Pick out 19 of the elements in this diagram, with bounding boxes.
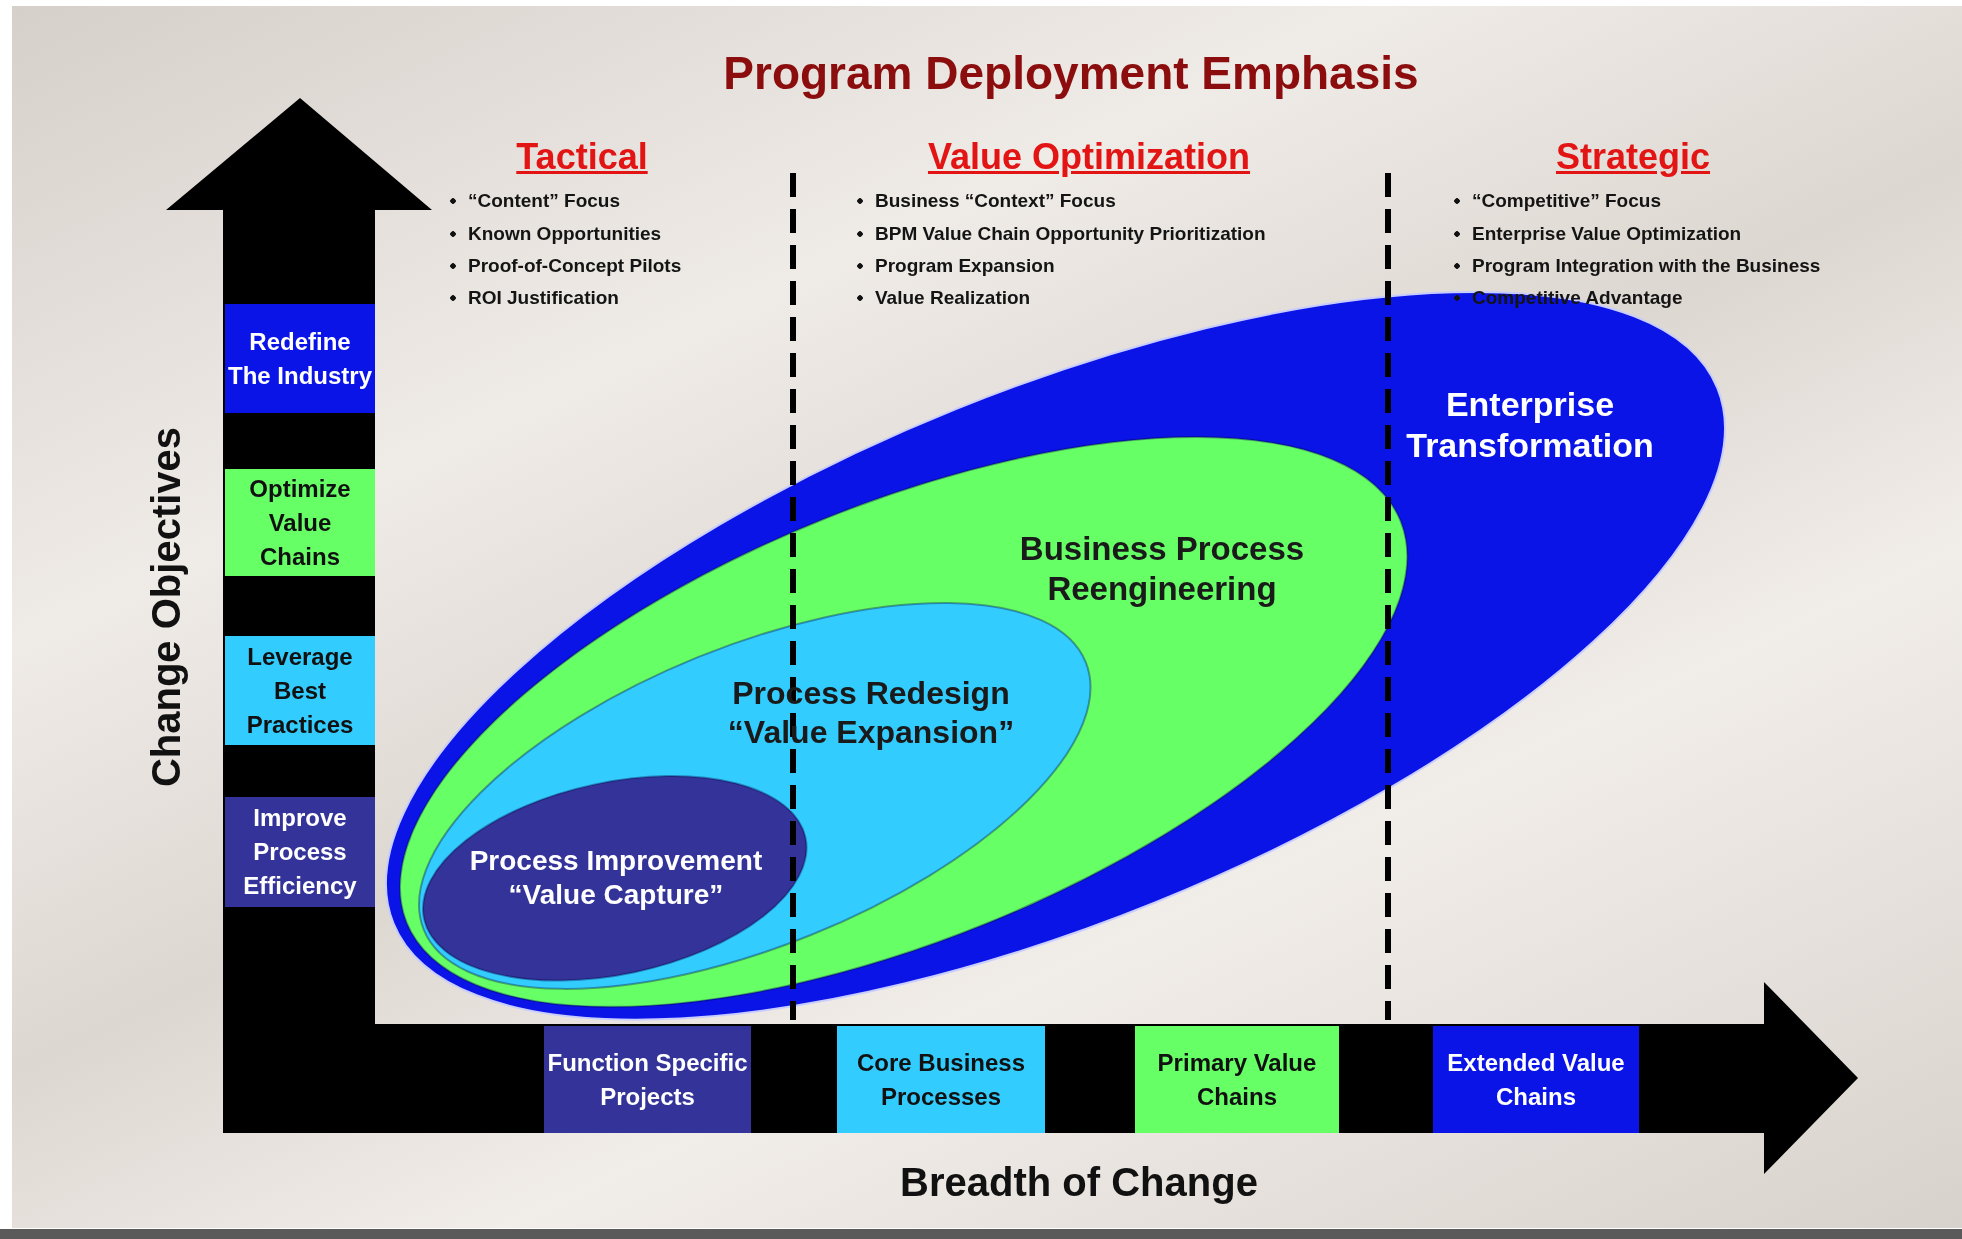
scope-label-box: Core Business Processes [837,1026,1045,1133]
scope-label-box: Extended Value Chains [1433,1026,1639,1133]
scope-label-box: Primary Value Chains [1135,1026,1339,1133]
region-label: Business Process Reengineering [1018,528,1306,609]
region-label: Process Improvement [469,843,763,878]
objective-label-box: Optimize Value Chains [225,469,375,576]
region-label: Enterprise Transformation [1405,383,1655,466]
column-heading: Tactical [516,136,648,178]
column-heading: Value Optimization [927,136,1251,178]
axis-title: Breadth of Change [900,1159,1258,1205]
column-heading: Strategic [1555,136,1711,178]
region-label: “Value Expansion” [727,712,1015,752]
scope-label-box: Function Specific Projects [544,1026,751,1133]
objective-label-box: Leverage Best Practices [225,636,375,745]
objective-label-box: Redefine The Industry [225,304,375,413]
diagram-title: Program Deployment Emphasis [722,46,1420,100]
axis-title: Change Objectives [143,426,189,788]
objective-label-box: Improve Process Efficiency [225,797,375,907]
region-label: “Value Capture” [508,877,724,912]
